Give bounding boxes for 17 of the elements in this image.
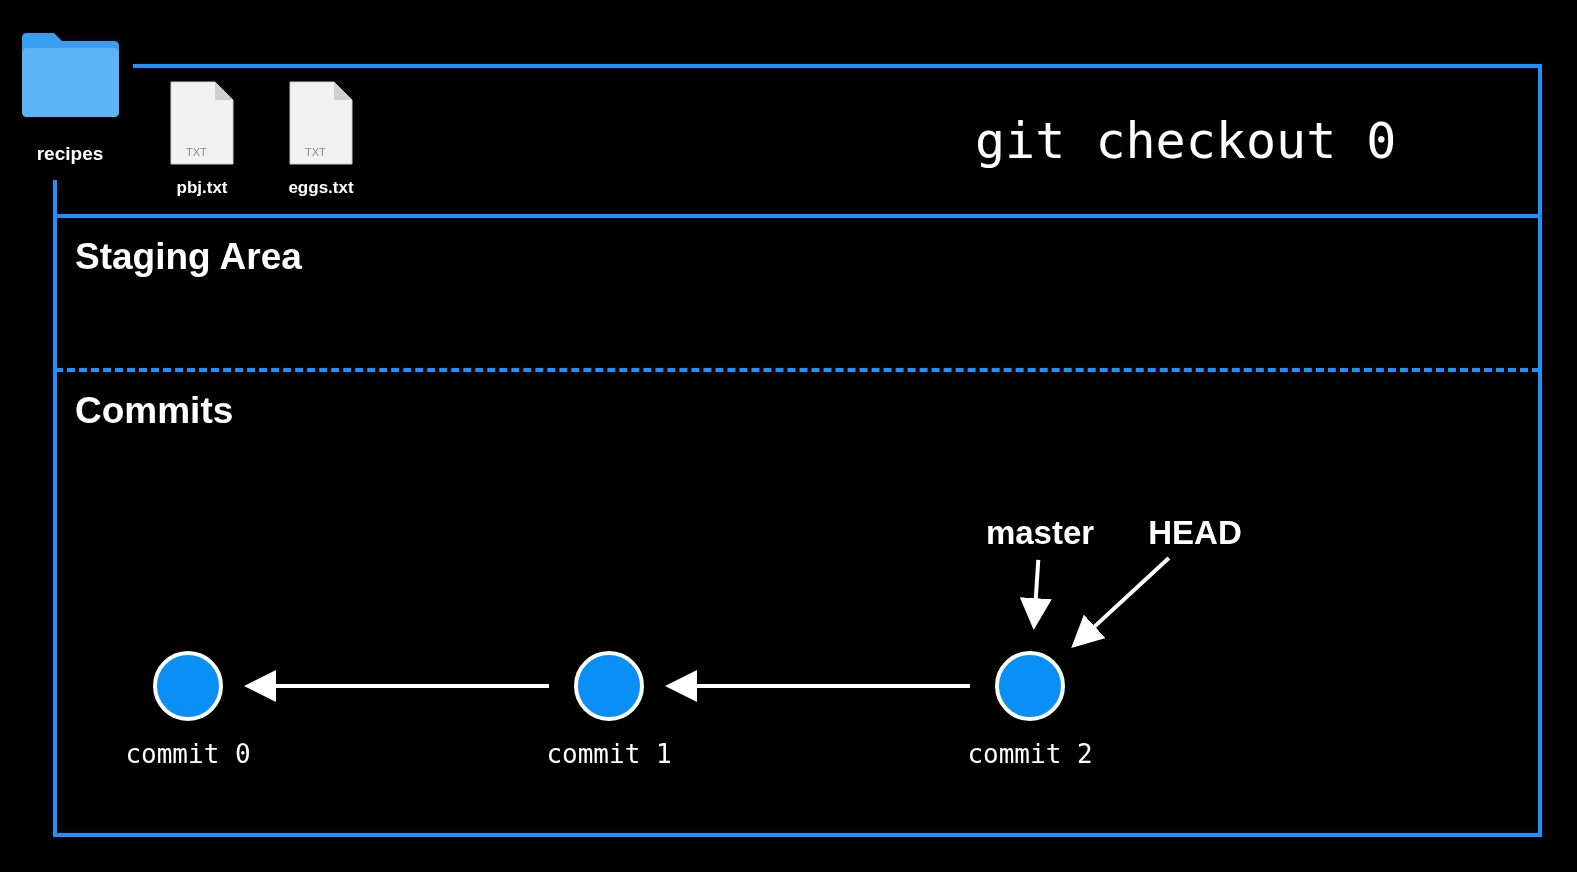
commit-label: commit 0	[124, 739, 252, 769]
section-heading: Commits	[75, 390, 234, 432]
branch-label: HEAD	[1135, 514, 1255, 554]
branch-label: master	[970, 514, 1110, 554]
arrow	[244, 670, 549, 702]
commit-label: commit 2	[966, 739, 1094, 769]
arrow	[665, 670, 970, 702]
section-heading: Staging Area	[75, 236, 302, 278]
file-type-text: TXT	[186, 146, 207, 158]
folder-name: recipes	[35, 143, 105, 165]
commit-label: commit 1	[545, 739, 673, 769]
file-type-text: TXT	[305, 146, 326, 158]
file-name: pbj.txt	[175, 178, 229, 198]
arrow	[1071, 556, 1171, 649]
file-name: eggs.txt	[287, 178, 355, 198]
command-text: git checkout 0	[975, 112, 1397, 170]
arrow	[1019, 559, 1052, 631]
